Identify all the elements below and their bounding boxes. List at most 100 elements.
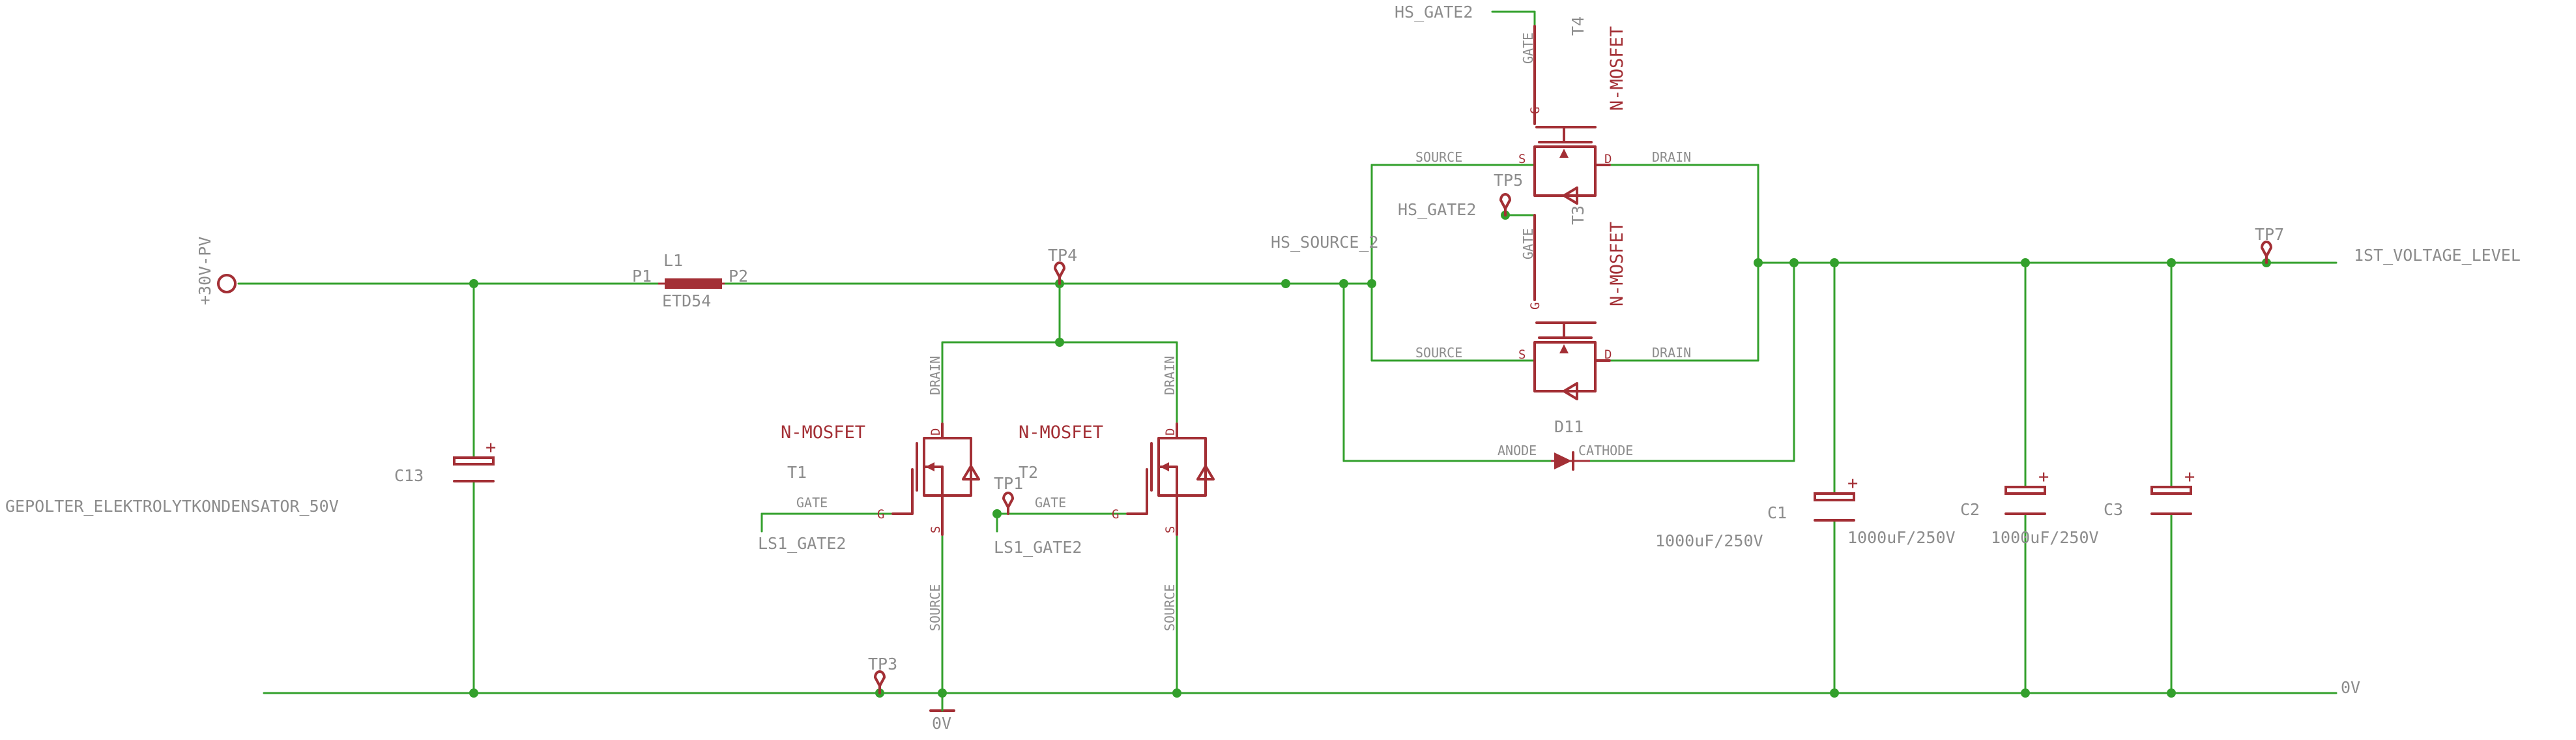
c2-value: 1000uF/250V: [1847, 528, 1956, 547]
t1-source-pin: SOURCE: [927, 584, 943, 631]
t3-pin-d: D: [1604, 348, 1612, 362]
testpoint-tp1[interactable]: TP1: [994, 474, 1023, 515]
t1-pin-g: G: [877, 507, 884, 522]
t1-type: N-MOSFET: [781, 422, 865, 443]
d11-cathode: CATHODE: [1578, 443, 1633, 458]
capacitor-c2[interactable]: + C2 1000uF/250V: [1847, 467, 2049, 547]
testpoint-tp7[interactable]: TP7: [2255, 225, 2284, 264]
junction: [1754, 258, 1763, 267]
t2-source-pin: SOURCE: [1162, 584, 1178, 631]
tp5-label: TP5: [1494, 171, 1523, 190]
junctions: [469, 211, 2271, 698]
testpoint-tp5[interactable]: TP5: [1494, 171, 1523, 216]
junction: [1172, 688, 1181, 698]
t2-drain-pin: DRAIN: [1162, 356, 1178, 395]
t3-gate-pin: GATE: [1520, 228, 1536, 259]
inductor-l1[interactable]: L1 ETD54 P1 P2: [632, 251, 748, 310]
l1-value: ETD54: [662, 291, 711, 310]
testpoint-tp4[interactable]: TP4: [1048, 246, 1077, 285]
t1-pin-s: S: [929, 526, 943, 533]
mosfet-t4[interactable]: SOURCE DRAIN GATE G S D N-MOSFET T4: [1415, 16, 1691, 205]
l1-ref: L1: [663, 251, 683, 270]
supply-terminal-icon: [217, 274, 237, 293]
mosfet-body-icon: [1533, 214, 1611, 400]
mosfet-body-icon: [1126, 422, 1215, 536]
mosfet-t2[interactable]: DRAIN SOURCE GATE D S G N-MOSFET T2: [1019, 356, 1215, 631]
inductor-core-icon: [665, 278, 722, 289]
t4-drain-pin: DRAIN: [1652, 149, 1691, 165]
t3-ref: T3: [1569, 205, 1587, 225]
net-label-hs-gate2-mid: HS_GATE2: [1398, 200, 1476, 219]
testpoint-icon: [1002, 492, 1014, 515]
mosfet-arrow-icon: [1559, 344, 1569, 353]
junction: [1830, 688, 1839, 698]
testpoint-icon: [874, 670, 886, 694]
testpoint-tp3[interactable]: TP3: [868, 655, 897, 694]
junction: [2021, 688, 2030, 698]
junction: [1367, 279, 1376, 288]
t2-pin-g: G: [1112, 507, 1119, 522]
c3-ref: C3: [2104, 500, 2123, 519]
pv-supply-connector[interactable]: +30V-PV: [195, 237, 237, 305]
c3-value: 1000uF/250V: [1991, 528, 2099, 547]
capacitor-plate-icon: [2150, 486, 2192, 495]
t2-pin-s: S: [1163, 526, 1178, 533]
tp4-label: TP4: [1048, 246, 1077, 265]
junction: [2167, 688, 2176, 698]
junction: [1055, 338, 1064, 347]
tp7-label: TP7: [2255, 225, 2284, 244]
l1-pin1: P1: [632, 267, 652, 286]
mosfet-arrow-icon: [1160, 462, 1169, 471]
t1-ref: T1: [787, 463, 807, 482]
c2-ref: C2: [1960, 500, 1980, 519]
net-label-pv: +30V-PV: [195, 237, 214, 305]
junction: [2021, 258, 2030, 267]
testpoint-icon: [1054, 261, 1065, 285]
tp3-label: TP3: [868, 655, 897, 673]
polarity-plus: +: [485, 437, 496, 458]
net-label-hs-source-2: HS_SOURCE_2: [1271, 233, 1379, 252]
testpoint-icon: [1499, 193, 1511, 216]
ground-symbol[interactable]: 0V: [929, 692, 955, 733]
c1-value: 1000uF/250V: [1655, 531, 1763, 550]
capacitor-c1[interactable]: + C1 1000uF/250V: [1655, 473, 1858, 550]
t3-source-pin: SOURCE: [1415, 345, 1462, 361]
testpoint-icon: [2261, 241, 2272, 264]
t3-pin-s: S: [1518, 348, 1526, 362]
capacitor-c3[interactable]: + C3 1000uF/250V: [1991, 467, 2195, 547]
mosfet-t1[interactable]: DRAIN SOURCE GATE D S G N-MOSFET T1: [781, 356, 980, 631]
junction: [2167, 258, 2176, 267]
mosfet-t3[interactable]: SOURCE DRAIN GATE G S D N-MOSFET T3: [1415, 205, 1691, 400]
capacitor-c13[interactable]: + C13 GEPOLTER_ELEKTROLYTKONDENSATOR_50V: [5, 437, 496, 516]
mosfet-body-icon: [1533, 25, 1611, 205]
d11-anode: ANODE: [1498, 443, 1537, 458]
net-label-ls1-gate2-b: LS1_GATE2: [994, 538, 1082, 557]
tp1-label: TP1: [994, 474, 1023, 493]
t4-pin-d: D: [1604, 152, 1612, 166]
t2-ref: T2: [1019, 463, 1038, 482]
t4-gate-pin: GATE: [1520, 33, 1536, 64]
t2-gate-pin: GATE: [1035, 495, 1066, 511]
net-label-ground-right: 0V: [2341, 678, 2360, 697]
c13-ref: C13: [394, 466, 424, 485]
t1-drain-pin: DRAIN: [927, 356, 943, 395]
junction: [1281, 279, 1290, 288]
d11-ref: D11: [1554, 417, 1584, 436]
junction: [1830, 258, 1839, 267]
polarity-plus: +: [2184, 467, 2195, 487]
diode-d11[interactable]: D11 ANODE CATHODE: [1498, 417, 1633, 471]
t2-type: N-MOSFET: [1019, 422, 1103, 443]
l1-pin2: P2: [729, 267, 748, 286]
t1-gate-pin: GATE: [796, 495, 828, 511]
c1-ref: C1: [1767, 503, 1787, 522]
wires: [237, 10, 2337, 694]
t4-source-pin: SOURCE: [1415, 149, 1462, 165]
net-label-ground-bottom: 0V: [932, 714, 951, 733]
junction: [469, 688, 478, 698]
junction: [992, 509, 1002, 518]
t2-pin-d: D: [1163, 428, 1178, 436]
net-label-ls1-gate2-a: LS1_GATE2: [758, 534, 846, 553]
capacitor-plate-icon: [1814, 492, 1855, 501]
mosfet-arrow-icon: [925, 462, 934, 471]
